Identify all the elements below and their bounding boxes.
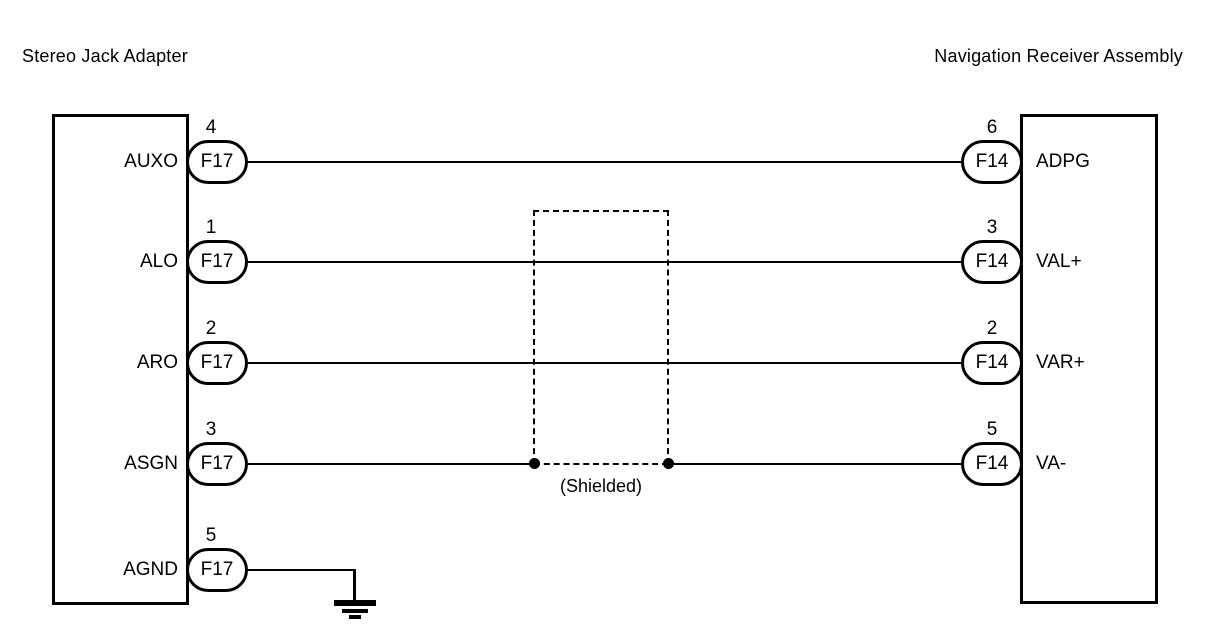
connector-oval-f17-asgn: F17 [186,442,248,486]
left-connector-box [52,114,189,605]
shield-label: (Shielded) [559,476,643,496]
ground-icon [334,600,376,606]
pin-label-asgn: ASGN [124,453,178,474]
wire-agnd-ground-drop [353,570,356,601]
connector-oval-f14-adpg: F14 [961,140,1023,184]
pin-label-aro: ARO [136,352,178,373]
pin-number-vaminus: 5 [986,419,998,440]
shield-junction-dot-right [663,458,674,469]
connector-oval-f14-vaminus: F14 [961,442,1023,486]
right-connector-title: Navigation Receiver Assembly [934,46,1183,66]
connector-oval-f17-aro: F17 [186,341,248,385]
connector-oval-f17-agnd: F17 [186,548,248,592]
wire-agnd-ground [248,569,356,571]
pin-number-auxo: 4 [205,117,217,138]
connector-oval-f17-alo: F17 [186,240,248,284]
pin-number-alo: 1 [205,217,217,238]
pin-number-valplus: 3 [986,217,998,238]
connector-oval-f14-varplus: F14 [961,341,1023,385]
pin-label-adpg: ADPG [1036,151,1090,172]
ground-icon-bar3 [349,615,361,619]
wire-aro-varplus [248,362,963,364]
ground-icon-bar2 [342,609,368,613]
pin-label-agnd: AGND [123,559,178,580]
connector-oval-f17-auxo: F17 [186,140,248,184]
pin-number-agnd: 5 [205,525,217,546]
left-connector-title: Stereo Jack Adapter [22,46,188,66]
shield-junction-dot-left [529,458,540,469]
pin-number-varplus: 2 [986,318,998,339]
pin-label-varplus: VAR+ [1036,352,1085,373]
shield-box [533,210,669,464]
pin-label-valplus: VAL+ [1036,251,1082,272]
connector-oval-f14-valplus: F14 [961,240,1023,284]
wire-asgn-vaminus-left [248,463,534,465]
pin-number-adpg: 6 [986,117,998,138]
wire-alo-valplus [248,261,963,263]
wire-asgn-vaminus-shield-segment [534,463,668,465]
wire-auxo-adpg [248,161,963,163]
pin-label-auxo: AUXO [124,151,178,172]
pin-number-aro: 2 [205,318,217,339]
pin-label-vaminus: VA- [1036,453,1067,474]
pin-number-asgn: 3 [205,419,217,440]
wire-asgn-vaminus-right [668,463,963,465]
pin-label-alo: ALO [139,251,178,272]
